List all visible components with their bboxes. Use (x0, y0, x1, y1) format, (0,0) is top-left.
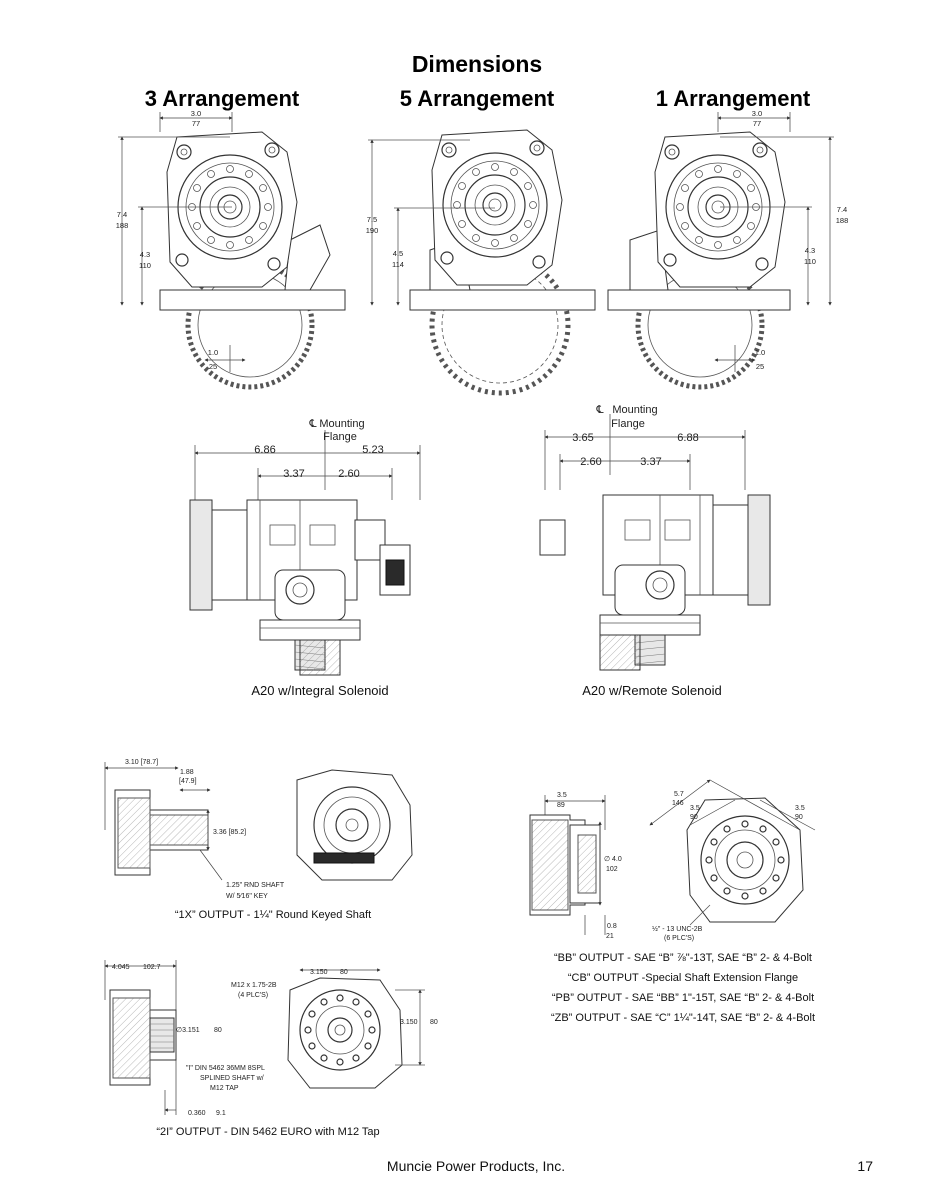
output-2i-drawing (104, 960, 425, 1115)
arr1-bottom-dim-mm: 25 (756, 362, 764, 371)
remote-cl-symbol: ℄ (595, 404, 603, 416)
sae-dim-left: 3.5 (690, 805, 700, 812)
integral-dim-in-right: 2.60 (338, 468, 359, 480)
sae-caption-bb: “BB” OUTPUT - SAE “B” ⅞"-13T, SAE “B” 2-… (554, 952, 812, 964)
2i-dim-dia: ∅3.151 (176, 1027, 200, 1034)
1x-note-1: 1.25" RND SHAFT (226, 882, 285, 889)
sae-bolt-note-2: (6 PLC'S) (664, 935, 694, 942)
2i-dim-a-mm: 102.7 (143, 964, 161, 971)
sae-caption-zb: “ZB” OUTPUT - SAE “C” 1¼"-14T, SAE “B” 2… (551, 1012, 815, 1024)
remote-dim-in-left: 2.60 (580, 456, 601, 468)
2i-dim-tap-2: (4 PLC'S) (238, 992, 268, 999)
2i-dim-dia-mm: 80 (214, 1027, 222, 1034)
arr5-shaft-height-mm: 114 (392, 260, 404, 269)
remote-caption: A20 w/Remote Solenoid (582, 683, 721, 698)
2i-dim-tap-1: M12 x 1.75-2B (231, 982, 277, 989)
page-title: Dimensions (412, 51, 542, 77)
arr3-bottom-dim-mm: 25 (209, 362, 217, 371)
arrangement-1-heading: 1 Arrangement (656, 86, 811, 111)
2i-dim-top: 3.150 (310, 969, 328, 976)
arrangement-3-drawing (118, 112, 346, 390)
sae-dim-right-mm: 90 (795, 814, 803, 821)
2i-dim-right-mm: 80 (430, 1019, 438, 1026)
2i-note-2: SPLINED SHAFT w/ (200, 1075, 264, 1082)
1x-note-2: W/ 5⁄16" KEY (226, 893, 268, 900)
1x-dim-a: 3.10 [78.7] (125, 759, 158, 766)
integral-cl-symbol: ℄ (308, 418, 316, 430)
sae-dim-bottom-mm: 21 (606, 933, 614, 940)
integral-dim-left: 6.86 (254, 444, 275, 456)
integral-caption: A20 w/Integral Solenoid (251, 683, 388, 698)
arr3-height: 7.4 (117, 210, 127, 219)
sae-dim-bottom: 0.8 (607, 923, 617, 930)
arrangement-1-drawing (607, 112, 834, 390)
remote-cl-label-2: Flange (611, 418, 645, 430)
sae-dim-a: 3.5 (557, 792, 567, 799)
arr1-top-dim: 3.0 (752, 109, 762, 118)
2i-dim-bottom-mm: 9.1 (216, 1110, 226, 1117)
arr3-bottom-dim: 1.0 (208, 348, 218, 357)
2i-dim-top-mm: 80 (340, 969, 348, 976)
1x-caption: “1X” OUTPUT - 1¼" Round Keyed Shaft (175, 909, 371, 921)
sae-dim-left-mm: 90 (690, 814, 698, 821)
arr1-bottom-dim: 1.0 (755, 348, 765, 357)
sae-dim-right: 3.5 (795, 805, 805, 812)
2i-dim-a: 4.045 (112, 964, 130, 971)
2i-caption: “2I” OUTPUT - DIN 5462 EURO with M12 Tap (156, 1126, 379, 1138)
remote-cl-label-1: Mounting (612, 404, 657, 416)
remote-dim-left: 3.65 (572, 432, 593, 444)
arr1-top-dim-mm: 77 (753, 119, 761, 128)
remote-dim-right: 6.88 (677, 432, 698, 444)
sae-caption-cb: “CB” OUTPUT -Special Shaft Extension Fla… (568, 972, 798, 984)
integral-cl-label-1: Mounting (319, 418, 364, 430)
arr3-shaft-height: 4.3 (140, 250, 150, 259)
sae-dim-a-mm: 89 (557, 802, 565, 809)
arrangement-5-heading: 5 Arrangement (400, 86, 555, 111)
2i-dim-right: 3.150 (400, 1019, 418, 1026)
1x-dim-b2: [47.9] (179, 778, 197, 785)
2i-dim-bottom: 0.360 (188, 1110, 206, 1117)
integral-solenoid-drawing (189, 430, 421, 676)
arr5-height: 7.5 (367, 215, 377, 224)
remote-solenoid-drawing (539, 414, 771, 671)
sae-bolt-note-1: ½" - 13 UNC-2B (652, 925, 703, 933)
arr1-shaft-height-mm: 110 (804, 257, 816, 266)
sae-caption-pb: “PB” OUTPUT - SAE “BB” 1"-15T, SAE “B” 2… (552, 992, 814, 1004)
footer-company: Muncie Power Products, Inc. (387, 1158, 565, 1174)
remote-dim-in-right: 3.37 (640, 456, 661, 468)
arrangement-5-drawing (368, 129, 596, 396)
sae-dim-dia-mm: 102 (606, 866, 618, 873)
2i-note-1: "I" DIN 5462 36MM 8SPL (186, 1065, 265, 1072)
integral-dim-in-left: 3.37 (283, 468, 304, 480)
arr3-top-dim: 3.0 (191, 109, 201, 118)
arr5-height-mm: 190 (366, 226, 379, 235)
arr1-shaft-height: 4.3 (805, 246, 815, 255)
integral-cl-label-2: Flange (323, 431, 357, 443)
output-sae-drawing (529, 779, 816, 935)
arr1-height-mm: 188 (836, 216, 849, 225)
arr3-shaft-height-mm: 110 (139, 261, 151, 270)
arrangement-3-heading: 3 Arrangement (145, 86, 300, 111)
sae-dim-diag: 5.7 (674, 791, 684, 798)
arr5-shaft-height: 4.5 (393, 249, 403, 258)
sae-dim-diag-mm: 146 (672, 800, 684, 807)
1x-dim-b1: 1.88 (180, 769, 194, 776)
2i-note-3: M12 TAP (210, 1085, 239, 1092)
arr1-height: 7.4 (837, 205, 847, 214)
sae-dim-dia: ∅ 4.0 (604, 856, 622, 863)
1x-dim-c: 3.36 [85.2] (213, 829, 246, 836)
integral-dim-right: 5.23 (362, 444, 383, 456)
arr3-height-mm: 188 (116, 221, 129, 230)
output-1x-drawing (104, 762, 413, 881)
page-number: 17 (857, 1158, 873, 1174)
arr3-top-dim-mm: 77 (192, 119, 200, 128)
